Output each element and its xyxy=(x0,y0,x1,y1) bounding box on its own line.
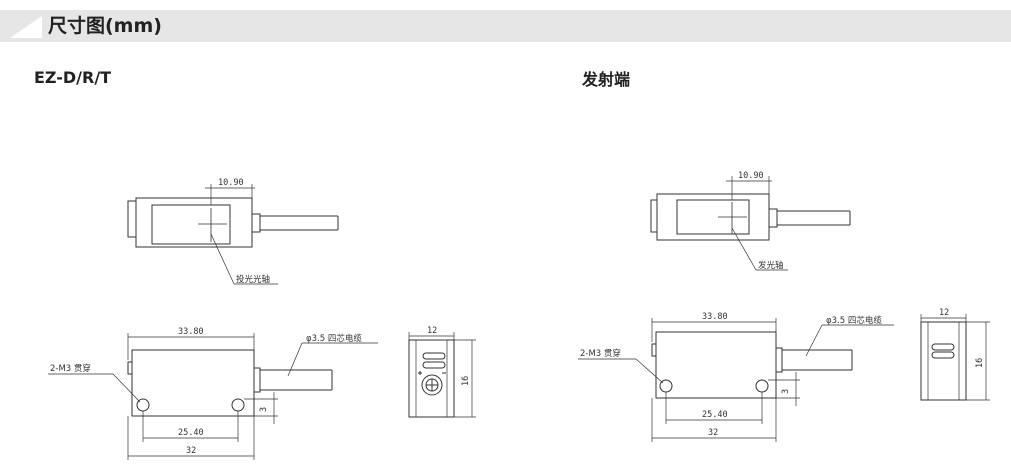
right-end-height-dim: 16 xyxy=(975,358,985,368)
right-cable-label: φ3.5 四芯电缆 xyxy=(826,315,882,326)
right-hole-spacing-dim: 25.40 xyxy=(702,410,728,420)
right-axis-label: 发光轴 xyxy=(758,260,784,271)
right-hole-offset-dim: 3 xyxy=(781,389,791,394)
left-end-height-dim: 16 xyxy=(461,376,471,386)
right-side-view: 33.80 φ3.5 四芯电缆 2-M3 贯穿 25.40 32 3 xyxy=(578,312,894,442)
left-end-width-dim: 12 xyxy=(427,326,437,336)
section-label-emitter: 发射端 xyxy=(582,70,631,89)
left-cable-label: φ3.5 四芯电缆 xyxy=(306,333,362,344)
left-hole-offset-dim: 3 xyxy=(259,407,269,412)
title-bar: 尺寸图(mm) xyxy=(0,10,1011,42)
right-end-view: 12 16 xyxy=(920,308,990,401)
right-base-dim: 32 xyxy=(708,428,718,438)
left-side-view: 33.80 φ3.5 四芯电缆 2-M3 贯穿 25.40 32 3 xyxy=(48,327,378,460)
right-top-view: 10.90 发光轴 xyxy=(650,171,851,271)
left-axis-dim: 10.90 xyxy=(218,178,244,188)
left-top-view: 10.90 投光光轴 xyxy=(127,178,339,285)
left-end-view: 12 16 xyxy=(408,326,476,418)
left-hole-spacing-dim: 25.40 xyxy=(178,428,204,438)
right-hole-label: 2-M3 贯穿 xyxy=(580,348,621,359)
left-base-dim: 32 xyxy=(186,446,196,456)
right-axis-dim: 10.90 xyxy=(738,171,764,181)
title-slash-icon xyxy=(10,16,42,38)
section-label-model: EZ-D/R/T xyxy=(34,68,112,87)
page-title: 尺寸图(mm) xyxy=(48,15,162,37)
left-hole-label: 2-M3 贯穿 xyxy=(50,363,91,374)
right-end-width-dim: 12 xyxy=(939,308,949,318)
right-length-dim: 33.80 xyxy=(702,312,728,322)
left-length-dim: 33.80 xyxy=(178,327,204,337)
left-axis-label: 投光光轴 xyxy=(236,274,270,285)
